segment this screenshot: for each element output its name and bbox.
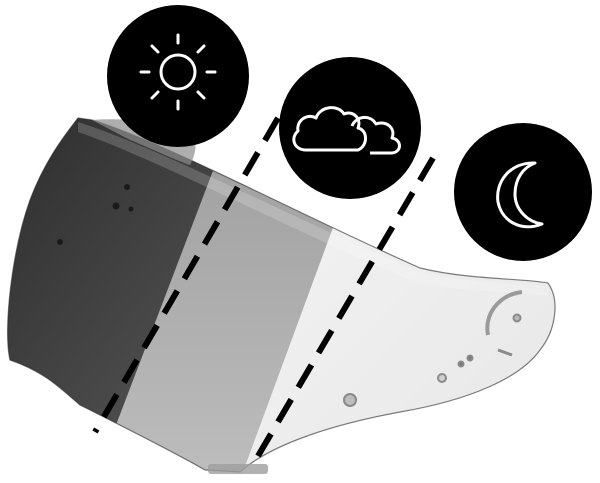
moon-icon xyxy=(496,161,544,229)
visor-hardware-right xyxy=(343,290,523,407)
cloud-badge xyxy=(279,57,421,199)
cloud-icon xyxy=(292,106,401,155)
visor-bottom-hinge xyxy=(208,464,268,474)
visor-hardware-left xyxy=(57,184,134,245)
moon-badge xyxy=(454,123,592,261)
divider-left xyxy=(92,116,281,434)
sun-icon xyxy=(139,33,217,111)
sun-badge xyxy=(107,5,249,147)
visor-outline xyxy=(7,117,556,473)
divider-right xyxy=(255,156,436,458)
